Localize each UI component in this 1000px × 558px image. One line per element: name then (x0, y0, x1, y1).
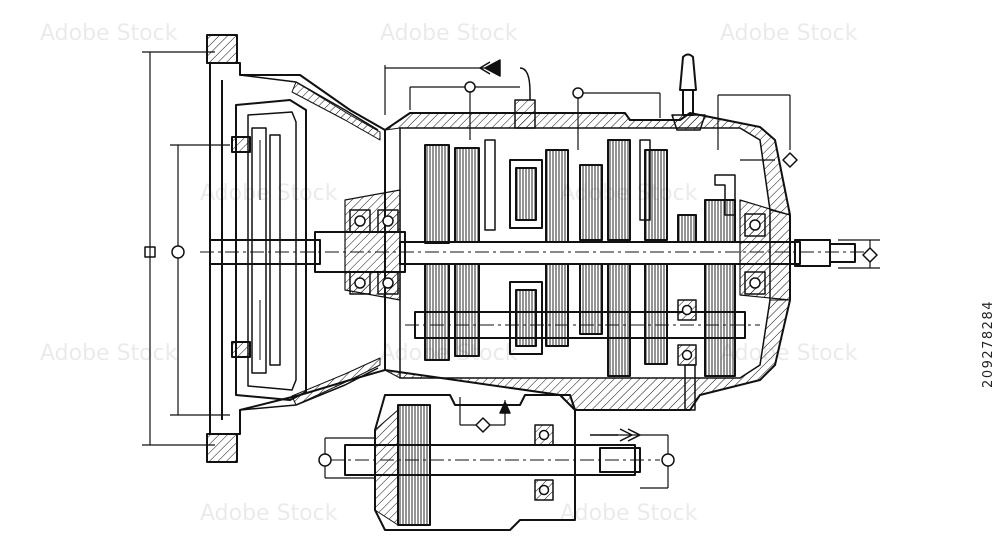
svg-text:Adobe Stock: Adobe Stock (560, 501, 698, 526)
bell-housing (206, 34, 386, 463)
gear-lower (424, 263, 736, 377)
svg-text:Adobe Stock: Adobe Stock (720, 341, 858, 366)
svg-text:Adobe Stock: Adobe Stock (200, 181, 338, 206)
shift-mechanism (484, 99, 736, 411)
arrow-icon (479, 59, 641, 442)
svg-text:Adobe Stock: Adobe Stock (720, 21, 858, 46)
svg-text:Adobe Stock: Adobe Stock (40, 341, 178, 366)
dimension-marker-icon (144, 81, 878, 467)
svg-text:Adobe Stock: Adobe Stock (40, 21, 178, 46)
bearing-icon (349, 209, 766, 501)
stock-id: 209278284 (981, 300, 996, 388)
svg-text:Adobe Stock: Adobe Stock (200, 501, 338, 526)
gear-lever-icon (671, 53, 706, 131)
svg-text:Adobe Stock: Adobe Stock (380, 21, 518, 46)
output-assembly (330, 394, 660, 531)
clutch-assembly (231, 99, 307, 401)
